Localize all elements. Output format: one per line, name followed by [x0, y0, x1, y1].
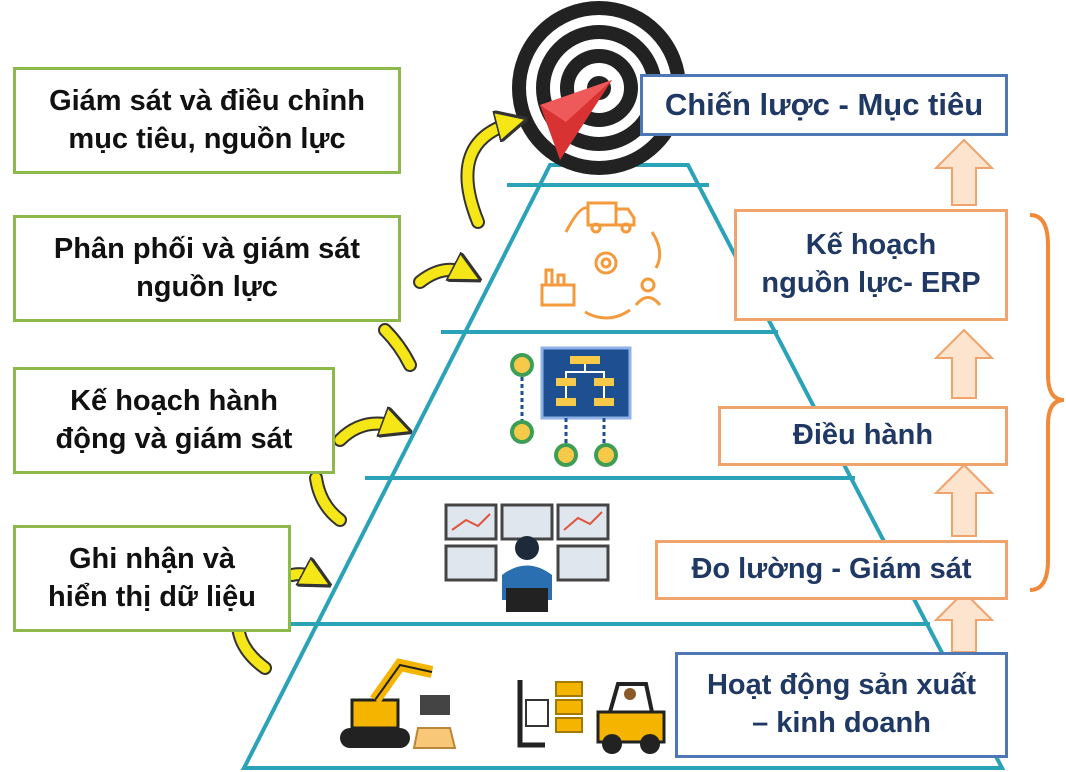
curved-arrow-6 — [285, 574, 320, 580]
level-measure: Đo lường - Giám sát — [655, 540, 1008, 600]
level-operation: Điều hành — [718, 406, 1008, 466]
step-action-plan: Kế hoạch hành động và giám sát — [13, 367, 335, 474]
curved-arrow-7 — [231, 619, 272, 675]
up-arrow-2 — [933, 328, 995, 399]
curved-arrow-1 — [460, 122, 515, 229]
pyramid-shape — [240, 163, 1006, 770]
right-bracket — [1029, 213, 1065, 592]
forklift-icon — [596, 682, 666, 754]
curved-arrow-4 — [333, 424, 400, 447]
level-erp: Kế hoạch nguồn lực- ERP — [734, 209, 1008, 321]
step-distribute-monitor: Phân phối và giám sát nguồn lực — [13, 215, 401, 322]
curved-arrow-5 — [309, 471, 347, 527]
up-arrow-4 — [933, 590, 995, 653]
step-monitor-adjust: Giám sát và điều chỉnh mục tiêu, nguồn l… — [13, 67, 401, 174]
level-strategy: Chiến lược - Mục tiêu — [640, 74, 1008, 136]
supply-cycle-icon — [540, 201, 662, 320]
robot-arm-icon — [340, 658, 457, 749]
up-arrow-3 — [933, 463, 995, 537]
step-record-display: Ghi nhận và hiển thị dữ liệu — [13, 525, 291, 632]
level-production: Hoạt động sản xuất – kinh doanh — [675, 652, 1008, 758]
warehouse-shelf-icon — [517, 680, 583, 748]
monitoring-screens-icon — [444, 503, 610, 612]
flowchart-network-icon — [510, 346, 632, 467]
curved-arrow-3 — [378, 323, 417, 372]
up-arrows — [933, 138, 995, 653]
up-arrow-1 — [933, 138, 995, 206]
pyramid-outline — [240, 163, 1006, 770]
curved-arrow-2 — [413, 270, 470, 289]
